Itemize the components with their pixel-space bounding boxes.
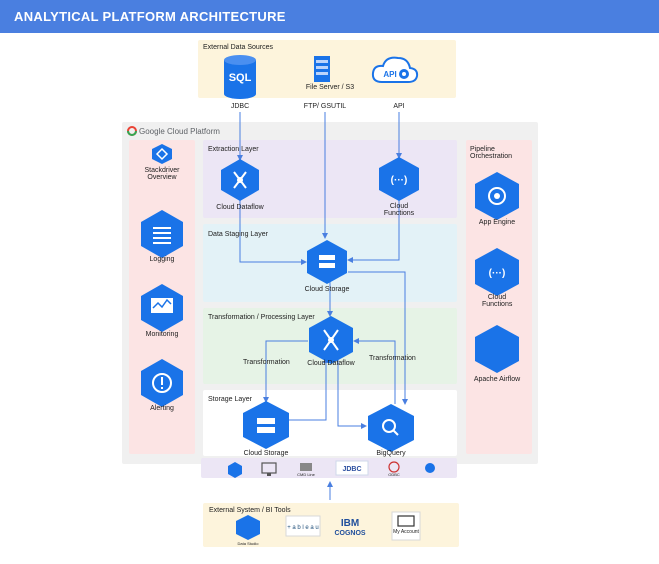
hex-functions-extract: (···) [379,157,419,201]
app-engine-label: App Engine [478,219,516,226]
node-label-dataflow-transform: Cloud Dataflow [307,360,355,367]
storage-layer-label: Storage Layer [208,396,252,403]
airflow-label: Apache Airflow [473,376,521,383]
cmd-line-icon [300,463,312,471]
fileserver-label: File Server / S3 [305,84,355,91]
svg-text:(···): (···) [489,268,506,279]
arrow-functions-to-storage [347,200,400,263]
monitoring-label: Monitoring [145,331,179,338]
jdbc-logo-box [335,460,369,476]
jdbc-logo-text: JDBC [342,466,361,473]
cloud-functions-orch-label: Cloud Functions [482,294,513,308]
file-server-icon [314,56,330,82]
ftp-label: FTP/ GSUTIL [303,103,347,110]
edge-label-transform-left: Transformation [243,359,290,366]
node-label-storage-final: Cloud Storage [243,450,289,457]
bi-tools-icons: + a b l e a u IBM COGNOS [236,511,421,541]
data-studio-icon [236,515,260,540]
cognos-text: COGNOS [334,530,365,537]
connector-hex-icon [228,462,242,478]
stackdriver-icon [152,144,172,164]
gcp-logo-label: Google Cloud Platform [139,127,220,136]
sql-database-icon: SQL [224,55,256,99]
page-title: ANALYTICAL PLATFORM ARCHITECTURE [14,9,286,24]
hex-dataflow-extract [221,159,259,201]
arrow-storage2-to-dataflow2 [289,357,329,421]
api-icon-text: API [383,70,396,79]
ibm-text: IBM [341,518,359,529]
external-sources-title: External Data Sources [203,44,274,51]
logging-icon [141,210,183,258]
odbc-icon [388,461,400,473]
sql-icon-text: SQL [229,72,252,84]
api-cloud-icon: API [371,56,419,83]
cmd-line-label: CMD Line [297,472,315,477]
title-banner [0,0,659,33]
jdbc-label: JDBC [230,103,250,110]
hex-storage-staging [307,240,347,284]
my-account-label: My Account [393,529,419,535]
svg-text:(···): (···) [391,175,408,186]
arrow-bigquery-to-dataflow2 [353,338,396,404]
api-label: API [393,103,405,110]
stackdriver-label: Stackdriver Overview [144,167,180,181]
logging-label: Logging [149,256,175,263]
alerting-label: Alerting [150,405,174,412]
gcp-logo-icon [127,126,137,136]
node-label-bigquery: BigQuery [376,450,406,457]
arrow-dataflow2-to-storage2 [263,340,308,403]
arrow-dataflow-to-storage [239,200,307,265]
monitoring-icon [141,284,183,332]
connector-monitor-icon [261,462,277,474]
arrow-dataflow2-to-bigquery [337,358,367,429]
hex-storage-final [243,401,289,449]
extraction-layer-label: Extraction Layer [208,146,259,153]
connector-icons: JDBC [228,460,435,478]
flow-arrows [237,112,408,500]
edge-label-transform-right: Transformation [369,355,416,362]
node-label-storage-staging: Cloud Storage [304,286,350,293]
data-studio-label: Data Studio [237,541,259,546]
app-engine-icon [475,172,519,220]
orchestration-title: Pipeline Orchestration [470,146,513,160]
node-label-functions-extract: Cloud Functions [383,203,415,217]
tableau-logo-box [285,515,321,537]
airflow-icon [475,325,519,373]
transformation-layer-label: Transformation / Processing Layer [208,314,315,321]
alerting-icon [141,359,183,407]
hex-bigquery [368,404,414,452]
staging-layer-label: Data Staging Layer [208,231,268,238]
cloud-functions-orch-icon: (···) [475,248,519,296]
bi-tools-title: External System / BI Tools [209,507,291,514]
arrow-storage-to-bigquery [348,271,408,405]
node-label-dataflow-extract: Cloud Dataflow [216,204,264,211]
odbc-label: ODBC [388,472,400,477]
tableau-text: + a b l e a u [287,525,319,531]
hex-dataflow-transform [309,316,353,364]
